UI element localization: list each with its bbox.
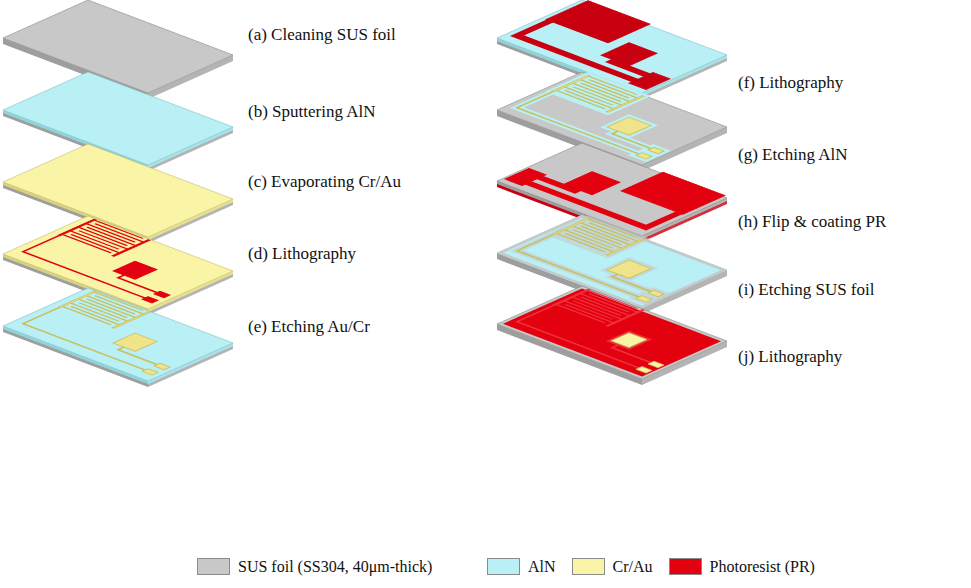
foil-plate	[3, 288, 233, 387]
legend-text: Photoresist (PR)	[710, 557, 815, 577]
step-label: (e) Etching Au/Cr	[248, 317, 370, 337]
step-label: (h) Flip & coating PR	[738, 212, 886, 232]
step-label: (c) Evaporating Cr/Au	[248, 172, 401, 192]
step-label: (d) Lithography	[248, 244, 356, 264]
legend-swatch	[487, 558, 520, 575]
legend-swatch	[572, 558, 605, 575]
foil-plate	[497, 286, 727, 385]
step-label: (f) Lithography	[738, 73, 843, 93]
legend-text: SUS foil (SS304, 40μm-thick)	[238, 557, 432, 577]
step-label: (j) Lithography	[738, 347, 842, 367]
step-label: (a) Cleaning SUS foil	[248, 25, 396, 45]
legend-text: Cr/Au	[613, 557, 653, 577]
step-label: (g) Etching AlN	[738, 145, 848, 165]
step-label: (i) Etching SUS foil	[738, 280, 874, 300]
legend-swatch	[197, 558, 230, 575]
legend-swatch	[669, 558, 702, 575]
step-label: (b) Sputtering AlN	[248, 102, 376, 122]
legend-text: AlN	[528, 557, 556, 577]
